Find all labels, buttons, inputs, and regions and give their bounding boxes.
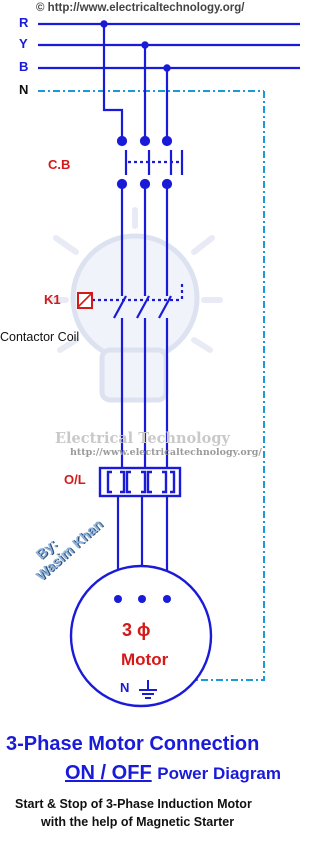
circuit-breaker	[116, 135, 184, 190]
phase-taps	[100, 20, 171, 140]
subtitle-line2: with the help of Magnetic Starter	[41, 815, 235, 829]
phase-label-b: B	[19, 59, 29, 74]
watermark-url: http://www.electricaltechnology.org/	[70, 447, 262, 458]
ground-icon	[139, 680, 157, 699]
motor-phase-symbol: 3 ϕ	[122, 620, 151, 640]
bulb-watermark-icon	[47, 207, 223, 403]
phase-label-r: R	[19, 15, 29, 30]
motor-neutral-label: N	[120, 680, 130, 695]
overload-label: O/L	[64, 472, 86, 487]
contactor-coil-label: Contactor Coil	[0, 330, 80, 344]
motor-circle	[69, 564, 213, 708]
subtitle-line1: Start & Stop of 3-Phase Induction Motor	[15, 797, 252, 811]
motor-terminals	[114, 595, 171, 603]
title-line1: 3-Phase Motor Connection	[6, 733, 260, 755]
title-on-off: ON / OFF	[65, 762, 152, 784]
wires-cb-to-contactor	[120, 188, 169, 280]
contactor-label: K1	[44, 292, 61, 307]
title-line2: ON / OFF Power Diagram	[65, 762, 281, 785]
watermark-name: Electrical Technology	[55, 430, 230, 447]
breaker-label: C.B	[48, 157, 71, 172]
phase-label-y: Y	[19, 36, 28, 51]
motor-label: Motor	[121, 650, 169, 669]
supply-bus	[38, 22, 300, 70]
overload-relay	[98, 466, 182, 498]
phase-label-n: N	[19, 82, 29, 97]
contactor-k1	[92, 280, 184, 330]
title-power-diagram: Power Diagram	[157, 764, 281, 783]
copyright-text[interactable]: © http://www.electricaltechnology.org/	[36, 2, 245, 14]
wires-contactor-to-ol	[120, 330, 169, 468]
